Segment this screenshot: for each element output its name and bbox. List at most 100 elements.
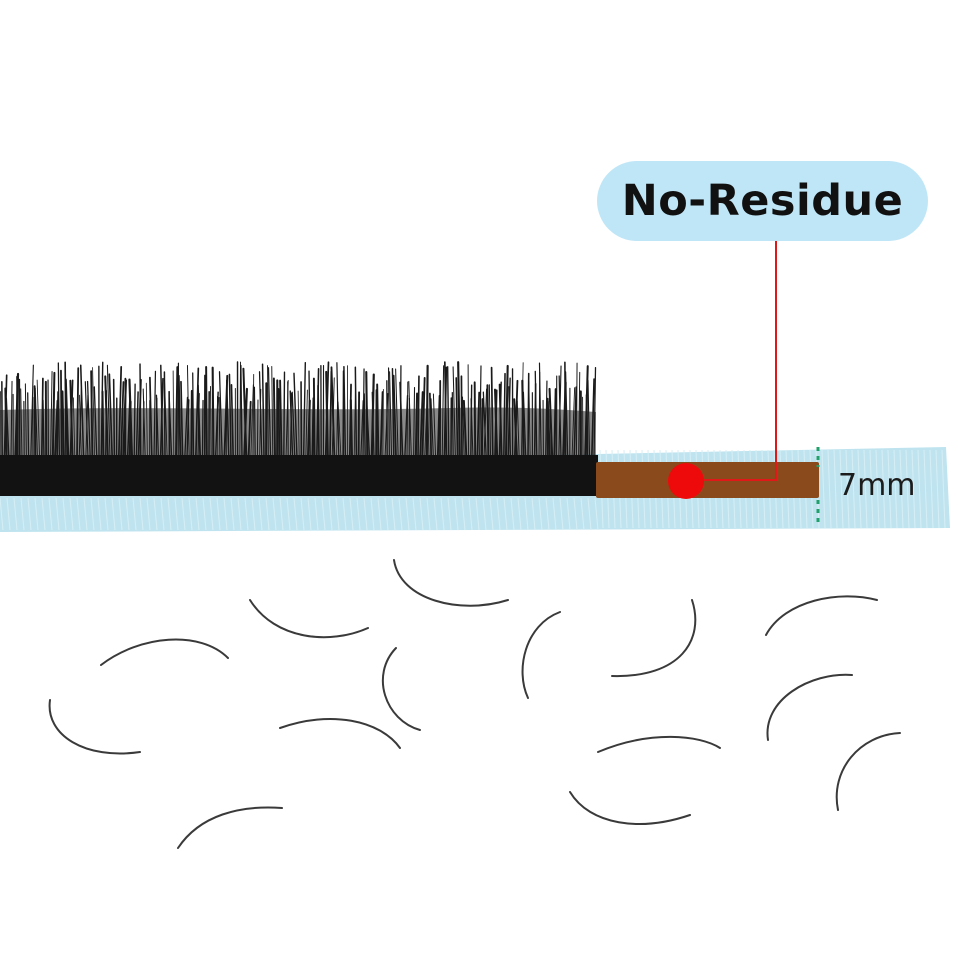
tape-texture-line xyxy=(328,497,333,531)
lash-fiber xyxy=(371,391,375,459)
lash-fiber xyxy=(240,364,243,459)
loose-lash xyxy=(611,599,697,678)
lash-fiber xyxy=(86,380,91,459)
lash-fiber xyxy=(283,371,286,459)
tape-texture-line xyxy=(468,497,473,531)
lash-fiber xyxy=(528,381,531,459)
lash-fiber xyxy=(205,365,208,459)
lash-fiber xyxy=(160,364,164,459)
lash-fiber xyxy=(455,377,459,459)
tape-texture-line xyxy=(881,449,886,529)
lash-fiber xyxy=(228,373,232,459)
lash-fiber xyxy=(289,390,294,459)
lash-fiber xyxy=(379,391,384,459)
tape-texture-line xyxy=(300,497,305,531)
tape-texture-line xyxy=(893,449,898,529)
lash-fiber xyxy=(197,384,202,459)
lash-fiber xyxy=(247,400,252,459)
lash-fiber xyxy=(78,394,82,459)
tape-texture-line xyxy=(153,497,158,531)
tape-texture-line xyxy=(454,497,459,531)
tape-texture-line xyxy=(83,497,88,531)
tape-texture-line xyxy=(917,449,922,529)
tape-texture-line xyxy=(496,497,501,531)
lash-fiber xyxy=(406,381,409,459)
tape-texture-line xyxy=(869,449,874,529)
lash-fiber xyxy=(365,399,371,459)
tape-texture-line xyxy=(13,497,18,531)
lash-fiber xyxy=(210,385,212,459)
lash-fiber xyxy=(480,398,484,460)
lash-fiber xyxy=(325,370,329,460)
lash-fiber xyxy=(430,398,434,459)
lash-fiber xyxy=(172,370,175,459)
tape-texture-line xyxy=(307,497,312,531)
lash-fiber xyxy=(218,371,223,459)
lash-fiber xyxy=(336,362,340,459)
lash-fiber xyxy=(272,377,276,459)
lash-fiber xyxy=(414,392,419,460)
loose-lash xyxy=(835,732,901,811)
lash-fiber xyxy=(575,362,578,459)
lash-fiber xyxy=(180,380,184,459)
tape-texture-line xyxy=(132,497,137,531)
tape-texture-line xyxy=(911,449,916,529)
tape-texture-line xyxy=(875,449,880,529)
tape-texture-line xyxy=(216,497,221,531)
tape-texture-line xyxy=(391,497,396,531)
lash-fiber xyxy=(460,375,463,459)
lash-fiber xyxy=(177,374,182,459)
lash-fiber xyxy=(417,375,420,459)
lash-fiber xyxy=(27,392,30,459)
lash-fiber xyxy=(498,383,503,459)
tape-texture-line xyxy=(188,497,193,531)
tape-texture-line xyxy=(69,497,74,531)
lash-fiber xyxy=(513,398,518,459)
tape-texture-line xyxy=(27,497,32,531)
lash-fiber xyxy=(522,391,527,459)
lash-fiber xyxy=(564,371,569,459)
loose-lash xyxy=(249,599,369,639)
lash-fiber xyxy=(267,365,269,459)
tape-texture-line xyxy=(839,449,844,529)
tape-texture-line xyxy=(475,497,480,531)
tape-texture-line xyxy=(412,497,417,531)
lash-fiber xyxy=(419,391,424,459)
tape-texture-line xyxy=(0,497,4,531)
lash-fiber xyxy=(56,391,59,459)
lash-fiber xyxy=(69,379,74,459)
tape-texture-line xyxy=(821,449,826,529)
tape-texture-line xyxy=(356,497,361,531)
lash-fiber xyxy=(441,365,445,459)
tape-texture-line xyxy=(573,497,578,531)
tape-texture-line xyxy=(433,497,438,531)
lash-fiber xyxy=(277,387,281,459)
lash-fiber xyxy=(4,387,8,459)
lash-fiber xyxy=(362,368,365,459)
lash-fiber xyxy=(421,376,426,459)
tape-texture-line xyxy=(552,497,557,531)
tape-texture-line xyxy=(293,497,298,531)
lash-fiber xyxy=(93,386,98,459)
lash-fiber xyxy=(163,374,168,459)
lash-fiber xyxy=(5,397,10,459)
tape-texture-line xyxy=(335,497,340,531)
lash-fiber xyxy=(558,375,562,459)
tape-texture-line xyxy=(6,497,11,531)
lash-fiber xyxy=(153,370,157,459)
lash-fiber xyxy=(267,367,272,459)
lash-fiber xyxy=(101,390,105,460)
lash-fiber xyxy=(50,370,53,459)
tape-texture-line xyxy=(580,497,585,531)
lash-fiber xyxy=(253,386,256,459)
lash-fiber xyxy=(117,365,123,459)
lash-fiber xyxy=(330,366,336,459)
lash-fiber xyxy=(149,376,153,459)
lash-fiber xyxy=(106,364,111,459)
lash-fiber xyxy=(578,371,581,459)
tape-texture-line xyxy=(857,449,862,529)
tape-texture-line xyxy=(90,497,95,531)
lash-fiber xyxy=(20,388,23,459)
tape-texture-line xyxy=(125,497,130,531)
